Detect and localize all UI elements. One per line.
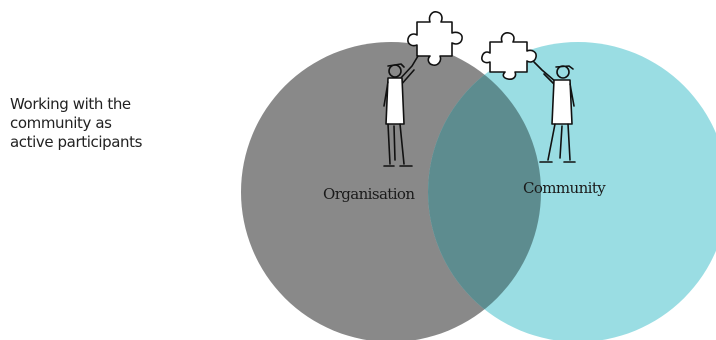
caption-line-2: community as xyxy=(10,114,112,132)
person-holding-puzzle-piece-icon xyxy=(481,32,576,163)
person-holding-puzzle-piece-icon xyxy=(383,11,463,167)
diagram-caption: Working with the community as active par… xyxy=(10,95,200,152)
overlap-region xyxy=(428,42,541,340)
community-label: Community xyxy=(523,179,606,197)
caption-line-3: active participants xyxy=(10,133,143,151)
caption-line-1: Working with the xyxy=(10,95,131,113)
organisation-label: Organisation xyxy=(323,185,415,203)
